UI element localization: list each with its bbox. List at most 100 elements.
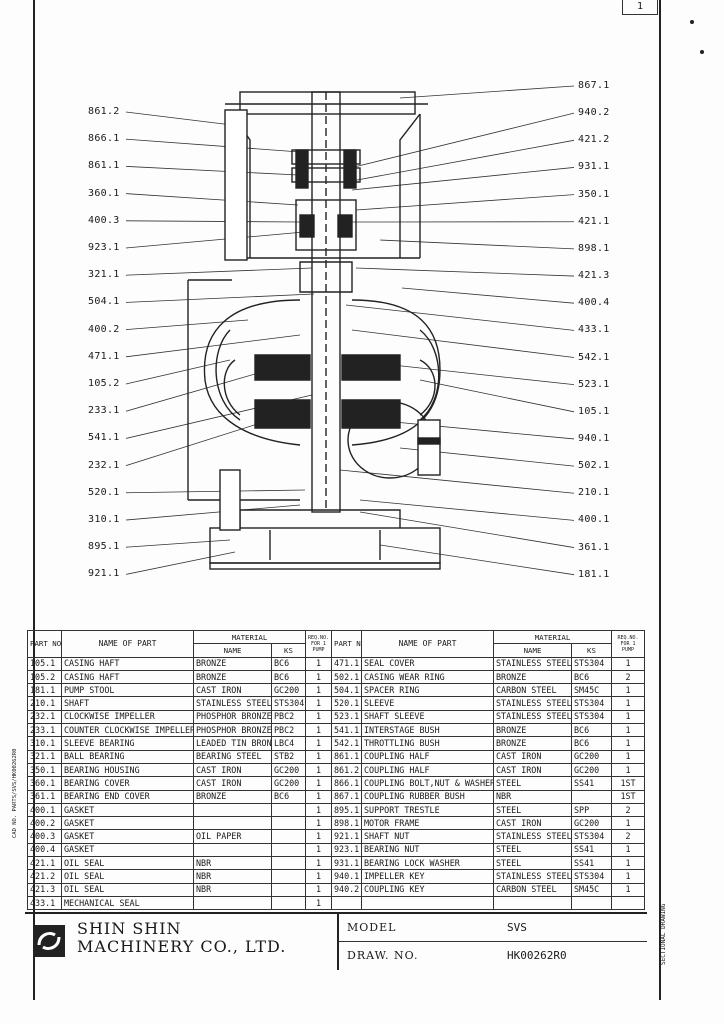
material-name-cell: BRONZE: [193, 789, 272, 804]
callout-label: 542.1: [578, 351, 610, 363]
page-number: 1: [622, 0, 658, 15]
part-no-cell: 931.1: [331, 856, 362, 871]
part-no-cell: 310.1: [27, 736, 62, 751]
qty-cell: 1: [305, 882, 333, 897]
part-no-cell: 360.1: [27, 776, 62, 791]
part-no-cell: 940.1: [331, 869, 362, 884]
leader-line: [419, 379, 575, 413]
callout-label: 861.1: [88, 160, 120, 172]
part-name-cell: GASKET: [61, 842, 194, 858]
ks-cell: [270, 802, 307, 818]
material-name-cell: CARBON STEEL: [493, 882, 572, 897]
leader-line: [359, 511, 575, 548]
part-name-cell: COUPLING KEY: [361, 882, 494, 897]
callout-label: 520.1: [88, 486, 120, 498]
part-name-cell: INTERSTAGE BUSH: [361, 723, 494, 738]
model-value: SVS: [507, 921, 527, 934]
part-no-cell: 895.1: [331, 802, 362, 818]
ks-cell: [270, 882, 307, 897]
ks-cell: [270, 856, 307, 871]
ks-cell: BC6: [270, 656, 307, 671]
material-name-cell: STAINLESS STEEL: [493, 696, 572, 711]
part-name-cell: SLEEVE: [361, 696, 494, 711]
material-name-cell: BRONZE: [493, 736, 572, 751]
header-ks: KS: [570, 643, 613, 658]
part-no-cell: 541.1: [331, 723, 362, 738]
material-name-cell: PHOSPHOR BRONZE: [193, 709, 272, 725]
callout-label: 523.1: [578, 378, 610, 390]
callout-label: 400.4: [578, 297, 610, 309]
part-name-cell: COUPLING RUBBER BUSH: [361, 789, 494, 804]
qty-cell: 1: [305, 762, 333, 778]
part-no-cell: 210.1: [27, 696, 62, 711]
part-name-cell: BEARING NUT: [361, 842, 494, 858]
title-block-fields: MODEL SVS DRAW. NO. HK00262R0: [337, 914, 647, 970]
ks-cell: SS41: [570, 856, 613, 871]
leader-line: [125, 489, 306, 494]
ks-cell: [570, 789, 613, 804]
leader-line: [125, 166, 299, 176]
callout-label: 210.1: [578, 487, 610, 499]
part-name-cell: GASKET: [61, 816, 194, 831]
material-name-cell: STEEL: [493, 856, 572, 871]
ks-cell: GC200: [570, 816, 613, 831]
qty-cell: 1: [611, 736, 646, 751]
callout-label: 421.2: [578, 134, 610, 146]
qty-cell: 1: [611, 656, 646, 671]
part-name-cell: SUPPORT TRESTLE: [361, 802, 494, 818]
qty-cell: 1ST: [611, 776, 646, 791]
part-no-cell: 105.1: [27, 656, 62, 671]
header-material: MATERIAL: [492, 629, 613, 645]
model-row: MODEL SVS: [339, 914, 647, 942]
callout-label: 400.3: [88, 214, 120, 226]
part-no-cell: 921.1: [331, 829, 362, 844]
part-no-cell: 400.1: [27, 802, 62, 818]
leader-line: [125, 371, 263, 412]
company-line-2: MACHINERY CO., LTD.: [77, 937, 287, 956]
ks-cell: SS41: [570, 842, 613, 858]
callout-label: 181.1: [578, 568, 610, 580]
callout-label: 421.1: [578, 215, 610, 227]
part-no-cell: 232.1: [27, 709, 62, 725]
leader-line: [125, 267, 313, 276]
material-name-cell: STEEL: [493, 802, 572, 818]
part-name-cell: COUPLING HALF: [361, 749, 494, 764]
part-name-cell: [361, 895, 494, 911]
part-name-cell: GASKET: [61, 829, 194, 844]
ks-cell: GC200: [570, 749, 613, 764]
callout-label: 350.1: [578, 188, 610, 200]
company-logo: [33, 925, 65, 957]
leader-line: [355, 194, 575, 211]
ks-cell: SS41: [570, 776, 613, 791]
qty-cell: 1: [611, 749, 646, 764]
ks-cell: [570, 895, 613, 911]
qty-cell: 1: [611, 709, 646, 725]
part-no-cell: 502.1: [331, 669, 362, 685]
part-name-cell: CASING WEAR RING: [361, 669, 494, 685]
qty-cell: 1: [611, 882, 646, 897]
impeller-upper: [254, 354, 401, 381]
part-no-cell: 542.1: [331, 736, 362, 751]
material-name-cell: CAST IRON: [193, 776, 272, 791]
qty-cell: [611, 895, 646, 911]
part-no-cell: 361.1: [27, 789, 62, 804]
callout-label: 400.1: [578, 514, 610, 526]
part-name-cell: BEARING LOCK WASHER: [361, 856, 494, 871]
coupling-half-lower: [291, 167, 361, 183]
qty-cell: 1: [611, 842, 646, 858]
callout-label: 502.1: [578, 460, 610, 472]
header-name-of-part: NAME OF PART: [61, 630, 194, 658]
part-no-cell: 181.1: [27, 683, 62, 698]
material-name-cell: NBR: [193, 869, 272, 884]
leader-line: [125, 419, 271, 466]
